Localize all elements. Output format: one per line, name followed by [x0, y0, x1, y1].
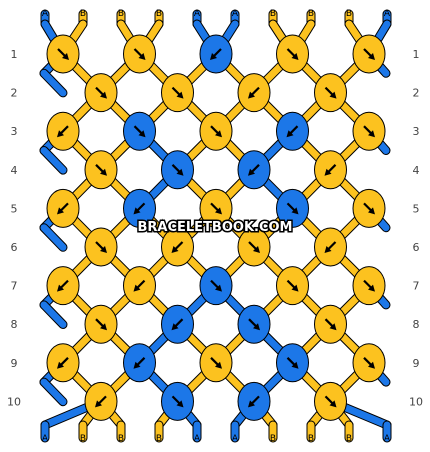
arrow-head-icon	[133, 207, 141, 215]
arrow-head-icon	[368, 361, 375, 369]
row-number-right: 9	[413, 357, 420, 370]
arrow-head-icon	[368, 53, 375, 60]
top-strand-label: B	[80, 9, 86, 19]
arrow-head-icon	[171, 246, 179, 253]
arrow-head-icon	[57, 284, 64, 292]
arrow-head-icon	[176, 400, 184, 408]
watermark: BRACELETBOOK.COM	[138, 220, 293, 235]
top-strand-label: A	[42, 9, 49, 19]
arrow-head-icon	[248, 91, 255, 99]
row-number-left: 2	[11, 87, 18, 100]
bottom-strand-label: A	[194, 434, 201, 444]
top-strand-label: B	[156, 9, 162, 19]
bottom-strand-label: B	[156, 434, 162, 444]
arrow-head-icon	[57, 130, 64, 138]
arrow-head-icon	[62, 53, 69, 60]
row-number-right: 5	[413, 202, 420, 215]
arrow-head-icon	[100, 168, 107, 176]
row-number-left: 3	[11, 125, 18, 138]
arrow-head-icon	[253, 246, 260, 253]
bottom-strand-label: B	[118, 434, 124, 444]
row-number-left: 5	[11, 202, 18, 215]
arrow-head-icon	[291, 361, 299, 369]
arrow-head-icon	[100, 323, 107, 331]
arrow-head-icon	[368, 207, 375, 215]
top-strand-label: A	[384, 9, 391, 19]
bottom-strand-label: A	[42, 434, 49, 444]
row-number-right: 8	[413, 318, 420, 331]
arrow-head-icon	[324, 246, 332, 253]
arrow-head-icon	[329, 91, 337, 99]
bottom-strand-label: B	[80, 434, 86, 444]
arrow-head-icon	[171, 323, 179, 331]
arrow-head-icon	[100, 91, 107, 99]
row-number-left: 9	[11, 357, 18, 370]
arrow-head-icon	[133, 284, 141, 292]
knots-layer	[46, 34, 386, 421]
bottom-strand-label: A	[232, 434, 239, 444]
arrow-head-icon	[138, 53, 146, 60]
arrow-head-icon	[215, 361, 222, 369]
top-strand-label: B	[270, 9, 276, 19]
bottom-strand-label: B	[270, 434, 276, 444]
top-strand-label: B	[308, 9, 314, 19]
row-number-right: 4	[413, 164, 420, 177]
arrow-head-icon	[368, 130, 375, 138]
row-number-left: 1	[11, 48, 18, 61]
arrow-head-icon	[57, 207, 64, 215]
arrow-head-icon	[248, 168, 255, 176]
top-strand-label: A	[232, 9, 239, 19]
arrow-head-icon	[100, 246, 107, 253]
edge-strand-left-fill	[40, 69, 67, 97]
arrow-head-icon	[210, 53, 217, 60]
arrow-head-icon	[57, 361, 64, 369]
arrow-head-icon	[248, 400, 255, 408]
row-number-left: 8	[11, 318, 18, 331]
arrow-head-icon	[133, 361, 141, 369]
arrow-head-icon	[329, 400, 337, 408]
row-number-right: 6	[413, 241, 420, 254]
arrow-head-icon	[291, 53, 299, 60]
top-strand-label: B	[118, 9, 124, 19]
arrow-head-icon	[176, 91, 184, 99]
arrow-head-icon	[291, 207, 299, 215]
top-strand-label: A	[194, 9, 201, 19]
bottom-strand-label: B	[308, 434, 314, 444]
top-strand-label: B	[346, 9, 352, 19]
arrow-head-icon	[286, 130, 294, 138]
arrow-head-icon	[215, 284, 222, 292]
arrow-head-icon	[95, 400, 102, 408]
edge-strand-left-fill	[40, 301, 67, 328]
edge-strand-left-fill	[40, 147, 67, 174]
row-number-left: 4	[11, 164, 18, 177]
arrow-head-icon	[215, 130, 222, 138]
arrow-head-icon	[176, 168, 184, 176]
row-number-right: 7	[413, 280, 420, 293]
arrow-head-icon	[138, 130, 146, 138]
row-number-left: 6	[11, 241, 18, 254]
arrow-head-icon	[253, 323, 260, 331]
arrow-head-icon	[329, 323, 337, 331]
bottom-strand-label: A	[384, 434, 391, 444]
bottom-strand-label: B	[346, 434, 352, 444]
arrow-head-icon	[291, 284, 299, 292]
arrow-head-icon	[215, 207, 222, 215]
edge-strand-left-fill	[40, 378, 67, 406]
row-number-left: 7	[11, 280, 18, 293]
row-number-right: 1	[413, 48, 420, 61]
row-number-right: 3	[413, 125, 420, 138]
row-number-right: 10	[409, 395, 423, 408]
arrow-head-icon	[324, 168, 332, 176]
arrow-head-icon	[368, 284, 375, 292]
row-number-left: 10	[7, 395, 21, 408]
row-number-right: 2	[413, 87, 420, 100]
edge-strand-left-fill	[40, 224, 67, 251]
